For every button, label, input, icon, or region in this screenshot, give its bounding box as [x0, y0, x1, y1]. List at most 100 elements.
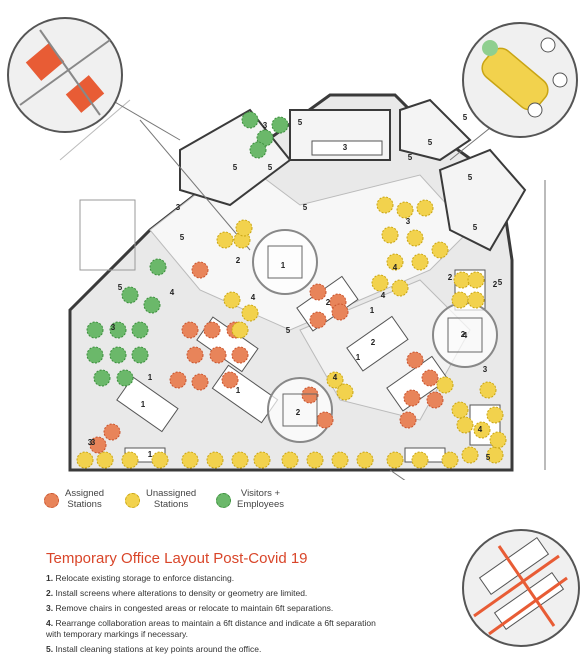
assigned-seat	[426, 391, 444, 409]
unassigned-seat	[411, 451, 429, 469]
assigned-seat	[301, 386, 319, 404]
plan-number-label: 2	[236, 256, 241, 265]
assigned-seat	[309, 283, 327, 301]
plan-number-label: 4	[463, 331, 468, 340]
visitor-seat	[143, 296, 161, 314]
plan-number-label: 5	[498, 278, 503, 287]
unassigned-seat	[436, 376, 454, 394]
visitor-seat	[86, 346, 104, 364]
plan-number-label: 2	[493, 280, 498, 289]
unassigned-seat	[356, 451, 374, 469]
legend-unassigned-line2: Stations	[153, 499, 189, 510]
assigned-swatch	[44, 493, 59, 508]
unassigned-seat	[486, 406, 504, 424]
visitor-seat	[131, 321, 149, 339]
assigned-seat	[169, 371, 187, 389]
unassigned-seat	[306, 451, 324, 469]
plan-number-label: 4	[393, 263, 398, 272]
unassigned-seat	[386, 451, 404, 469]
plan-number-label: 5	[303, 203, 308, 212]
note-item: 3. Remove chairs in congested areas or r…	[46, 603, 334, 613]
plan-number-label: 4	[170, 288, 175, 297]
plan-number-label: 5	[468, 173, 473, 182]
assigned-seat	[309, 311, 327, 329]
visitor-seat	[249, 141, 267, 159]
plan-number-label: 2	[461, 330, 466, 339]
unassigned-seat	[467, 271, 485, 289]
visitor-swatch	[216, 493, 231, 508]
plan-number-label: 4	[381, 291, 386, 300]
legend-visitors: Visitors + Employees	[216, 488, 284, 522]
visitor-seat	[271, 116, 289, 134]
notes-list: 1. Relocate existing storage to enforce …	[46, 573, 376, 659]
plan-number-label: 5	[180, 233, 185, 242]
plan-number-label: 4	[478, 425, 483, 434]
plan-number-label: 3	[406, 217, 411, 226]
plan-number-label: 4	[333, 373, 338, 382]
detail-circle-bottom-right	[462, 529, 580, 647]
plan-number-label: 5	[473, 223, 478, 232]
assigned-seat	[231, 346, 249, 364]
plan-number-label: 1	[148, 450, 153, 459]
unassigned-seat	[235, 219, 253, 237]
unassigned-seat	[467, 291, 485, 309]
plan-number-label: 1	[148, 373, 153, 382]
unassigned-seat	[451, 401, 469, 419]
unassigned-seat	[181, 451, 199, 469]
assigned-seat	[421, 369, 439, 387]
unassigned-seat	[223, 291, 241, 309]
unassigned-seat	[391, 279, 409, 297]
visitor-seat	[241, 111, 259, 129]
unassigned-seat	[331, 451, 349, 469]
plan-number-label: 4	[251, 293, 256, 302]
assigned-seat	[103, 423, 121, 441]
visitor-seat	[131, 346, 149, 364]
plan-number-label: 5	[118, 283, 123, 292]
unassigned-seat	[231, 321, 249, 339]
assigned-seat	[331, 303, 349, 321]
plan-number-label: 5	[486, 453, 491, 462]
unassigned-seat	[416, 199, 434, 217]
plan-number-label: 3	[176, 203, 181, 212]
unassigned-seat	[376, 196, 394, 214]
plan-number-label: 3	[263, 121, 268, 130]
unassigned-seat	[96, 451, 114, 469]
assigned-seat	[181, 321, 199, 339]
legend-assigned-line1: Assigned	[65, 488, 105, 499]
note-item: 4. Rearrange collaboration areas to main…	[46, 618, 376, 639]
unassigned-seat	[233, 231, 251, 249]
legend-visitors-line1: Visitors +	[240, 488, 281, 499]
assigned-seat	[399, 411, 417, 429]
unassigned-seat	[386, 253, 404, 271]
plan-number-label: 5	[298, 118, 303, 127]
assigned-seat	[406, 351, 424, 369]
assigned-seat	[191, 373, 209, 391]
assigned-seat	[203, 321, 221, 339]
assigned-seat	[316, 411, 334, 429]
unassigned-seat	[396, 201, 414, 219]
unassigned-seat	[216, 231, 234, 249]
unassigned-seat	[336, 383, 354, 401]
legend-visitors-line2: Employees	[237, 499, 284, 510]
plan-number-label: 3	[111, 323, 116, 332]
unassigned-seat	[473, 421, 491, 439]
plan-number-label: 1	[370, 306, 375, 315]
unassigned-seat	[76, 451, 94, 469]
unassigned-swatch	[125, 493, 140, 508]
unassigned-seat	[406, 229, 424, 247]
assigned-seat	[89, 436, 107, 454]
unassigned-seat	[381, 226, 399, 244]
plan-number-label: 3	[91, 438, 96, 447]
visitor-seat	[116, 369, 134, 387]
assigned-seat	[191, 261, 209, 279]
assigned-seat	[403, 389, 421, 407]
plan-number-label: 5	[233, 163, 238, 172]
unassigned-seat	[121, 451, 139, 469]
visitor-seat	[149, 258, 167, 276]
visitor-seat	[121, 286, 139, 304]
plan-number-label: 1	[141, 400, 146, 409]
unassigned-seat	[241, 304, 259, 322]
unassigned-seat	[151, 451, 169, 469]
